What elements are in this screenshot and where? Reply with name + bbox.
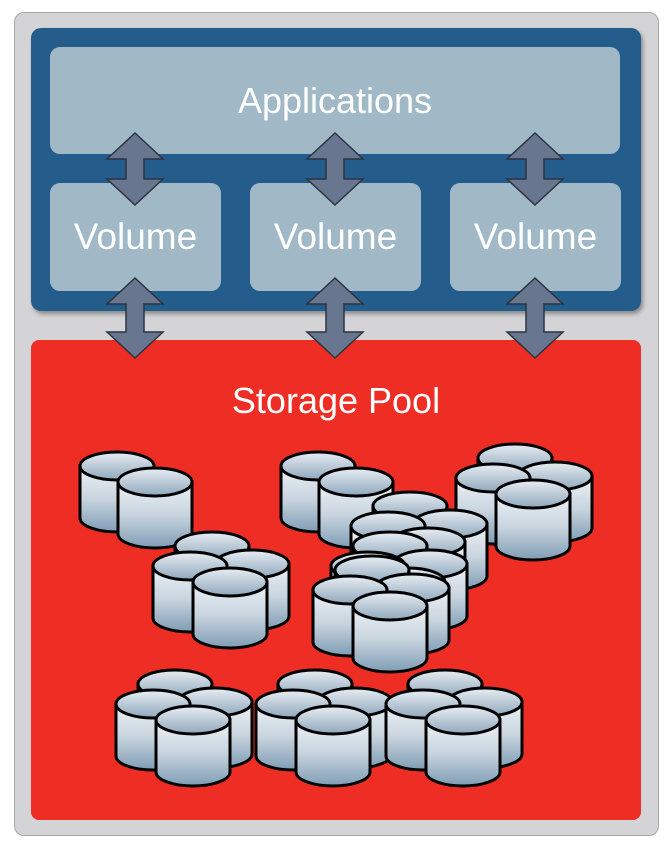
applications-label: Applications (237, 79, 433, 121)
double-arrow-icon (505, 131, 565, 207)
double-arrow-icon (105, 276, 165, 360)
volume-label: Volume (473, 216, 598, 257)
disk-cylinder-icon (351, 590, 429, 674)
disk-cylinder-icon (154, 704, 232, 788)
disk-cylinder-icon (494, 478, 572, 562)
double-arrow-icon (305, 131, 365, 207)
double-arrow-icon (305, 276, 365, 360)
double-arrow-icon (105, 131, 165, 207)
volume-label: Volume (273, 216, 398, 257)
double-arrow-icon (505, 276, 565, 360)
disk-cylinder-icon (294, 704, 372, 788)
disk-cylinder-icon (191, 566, 269, 650)
volume-label: Volume (73, 216, 198, 257)
storage-pool-label: Storage Pool (231, 380, 441, 421)
disk-cylinder-icon (116, 466, 194, 550)
disk-cylinder-icon (424, 704, 502, 788)
